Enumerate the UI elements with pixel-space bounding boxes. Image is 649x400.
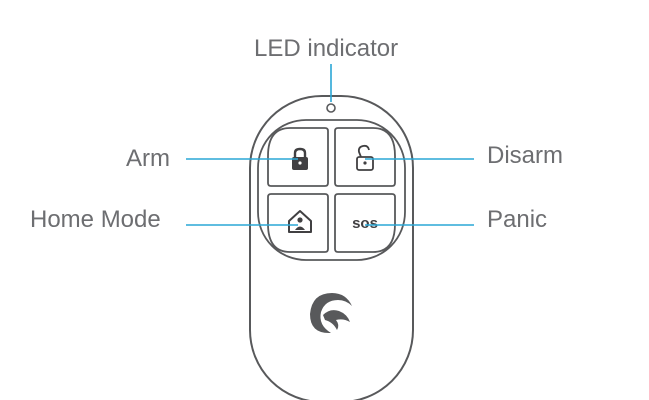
disarm-button[interactable] bbox=[334, 127, 396, 187]
disarm-label: Disarm bbox=[487, 142, 563, 169]
sos-button-label: sos bbox=[352, 215, 378, 232]
brand-logo-icon bbox=[310, 293, 352, 334]
arm-button[interactable] bbox=[267, 127, 329, 187]
led-indicator bbox=[326, 103, 336, 113]
panic-label: Panic bbox=[487, 206, 548, 233]
home-mode-button[interactable] bbox=[267, 193, 329, 253]
home-mode-label: Home Mode bbox=[30, 206, 161, 233]
sos-button[interactable]: sos bbox=[334, 193, 396, 253]
house-person-icon bbox=[288, 210, 312, 233]
locked-padlock-icon bbox=[292, 147, 308, 170]
unlocked-padlock-icon bbox=[356, 144, 374, 171]
led-indicator-label: LED indicator bbox=[254, 35, 399, 62]
arm-label: Arm bbox=[126, 145, 170, 172]
